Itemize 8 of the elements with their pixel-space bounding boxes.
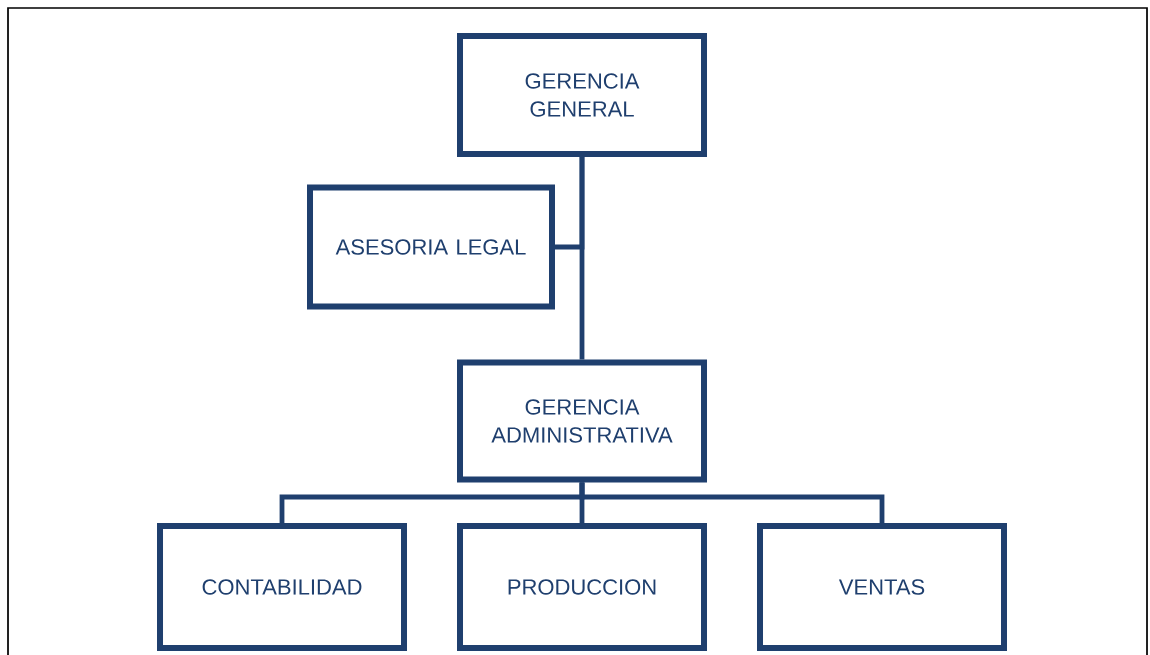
connector-line <box>579 157 585 360</box>
org-box: PRODUCCION <box>457 523 707 651</box>
org-box: GERENCIA GENERAL <box>457 33 707 157</box>
org-box: CONTABILIDAD <box>157 523 407 651</box>
org-box: GERENCIA ADMINISTRATIVA <box>457 359 707 483</box>
connector-line <box>579 482 885 523</box>
org-box: VENTAS <box>757 523 1007 651</box>
org-box: ASESORIA LEGAL <box>307 184 555 310</box>
